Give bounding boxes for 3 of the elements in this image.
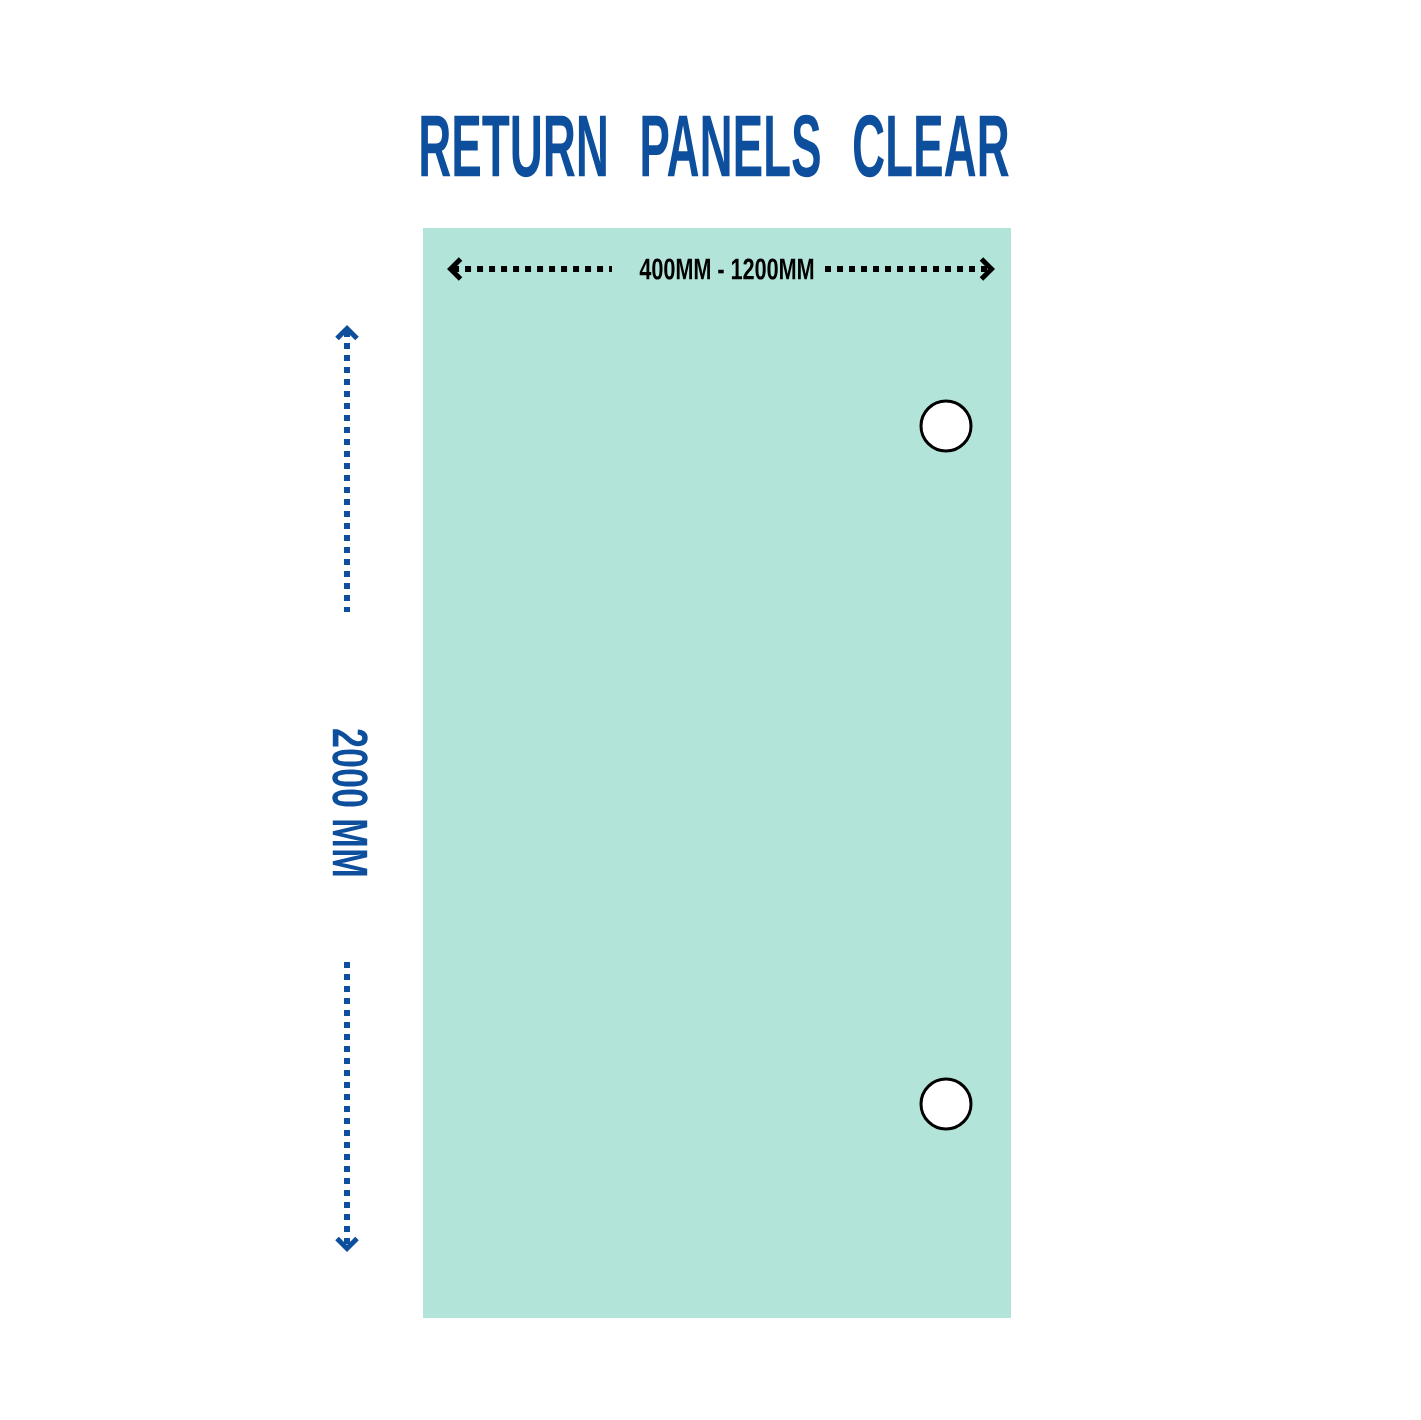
dimension-label: 2000 MM <box>332 729 368 876</box>
title: RETURN PANELS CLEAR <box>421 114 1009 178</box>
dimension-label: 400MM - 1200MM <box>639 258 814 280</box>
